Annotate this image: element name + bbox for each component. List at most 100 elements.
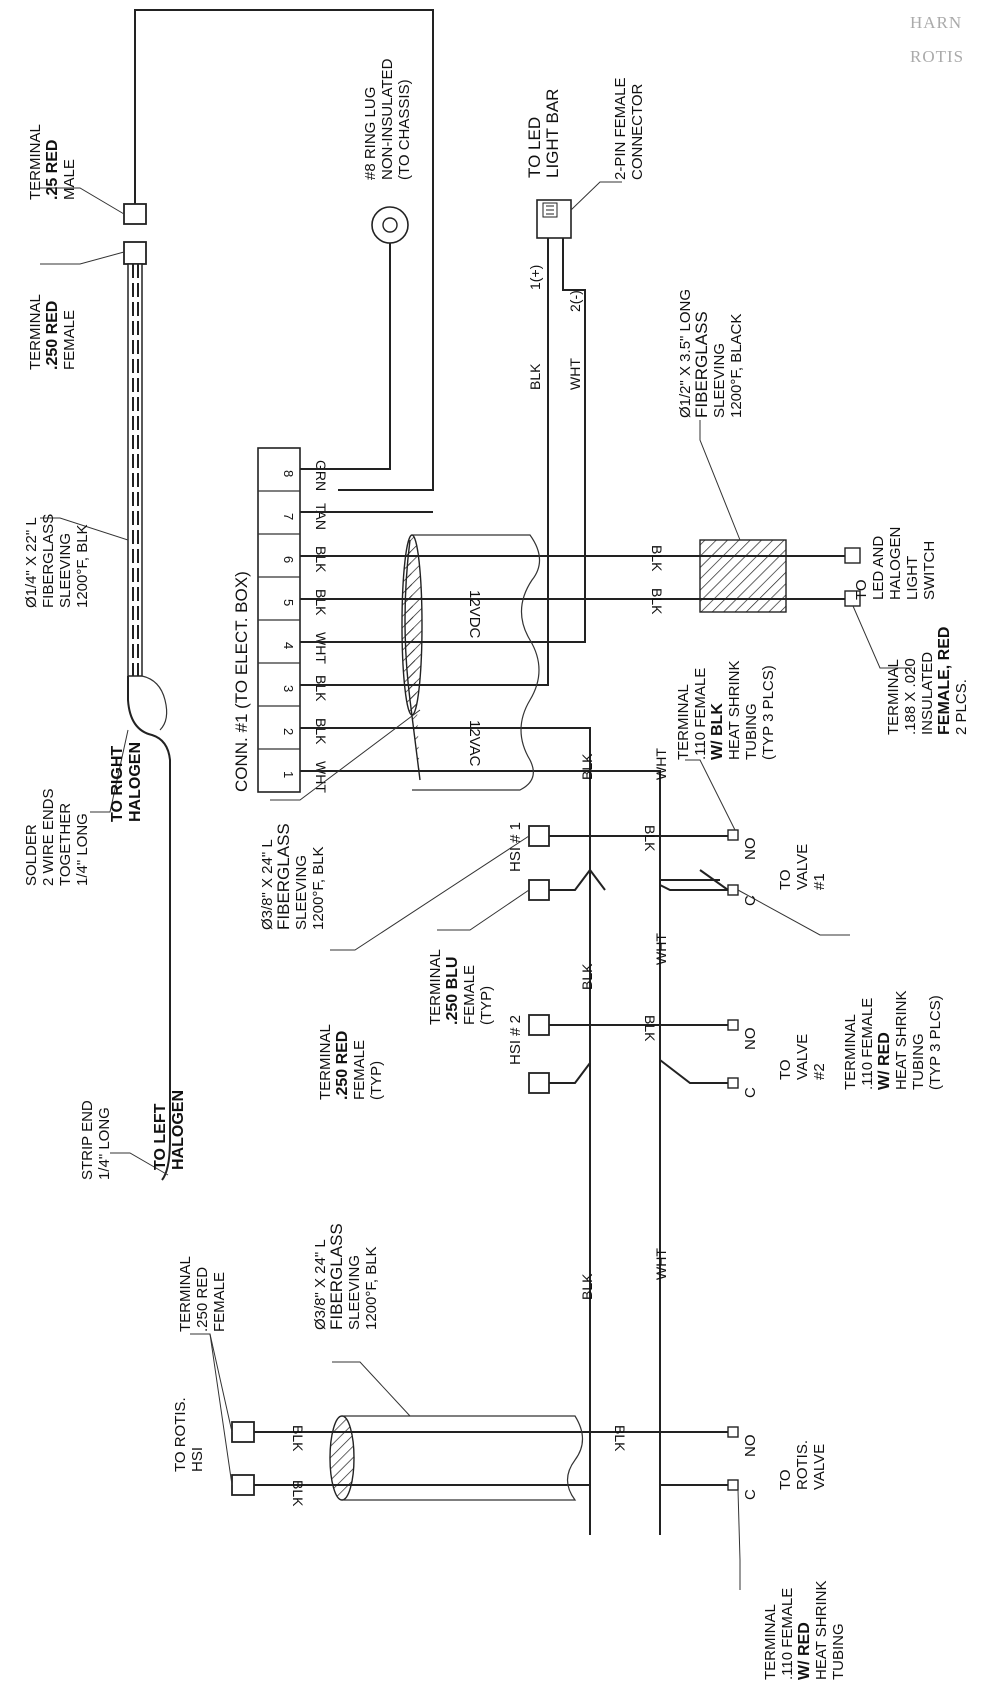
t188-2: .188 X .020 (902, 658, 919, 735)
pin-wire-blk-2: BLK (313, 718, 329, 745)
sleeve-h-4: 1200°F, BLACK (728, 314, 745, 418)
t250-bot-2: .250 RED (194, 1267, 211, 1332)
rotis-hsi-1: TO ROTIS. (172, 1397, 189, 1472)
sleeve-38-bot-4: 1200°F, BLK (363, 1246, 380, 1330)
conn-1-title: CONN. #1 (TO ELECT. BOX) (232, 571, 251, 792)
left-halogen-2: HALOGEN (170, 1090, 187, 1170)
rotis-valve-2: ROTIS. (794, 1440, 811, 1490)
t110-red-typ-2: .110 FEMALE (859, 998, 876, 1090)
pin-wire-wht-4: WHT (313, 632, 329, 664)
hsi1-label: HSI # 1 (507, 822, 524, 872)
terminal-250-red-female (123, 241, 147, 265)
switch-5: SWITCH (921, 541, 938, 600)
pin-1: 1 (281, 771, 296, 778)
wire-wht-4 (300, 238, 586, 643)
strip-end-1: STRIP END (79, 1100, 96, 1180)
led-bar-connector (536, 199, 572, 239)
t110-red-typ-3: W/ RED (876, 1032, 893, 1090)
sleeve-38-top-4: 1200°F, BLK (310, 846, 327, 930)
quarter-inch-sleeving (127, 263, 143, 677)
v2-no: NO (742, 1028, 759, 1051)
terminal-25-red-male (123, 203, 147, 225)
t250-bot-1: TERMINAL (177, 1256, 194, 1332)
hsi-valve-wiring (528, 825, 739, 1094)
wire-grn (300, 242, 391, 470)
pin-4: 4 (281, 642, 296, 649)
pin-8: 8 (281, 470, 296, 477)
t-25-male-2: .25 RED (44, 140, 61, 200)
right-halogen-1: TO RIGHT (109, 746, 126, 822)
ring-lug-2: NON-INSULATED (379, 58, 396, 180)
t110-blk-6: (TYP 3 PLCS) (760, 665, 777, 760)
trunk-blk-1: BLK (579, 753, 595, 780)
main-sleeve (401, 534, 541, 791)
rotis-hsi-terminal-b (231, 1474, 255, 1496)
t110-red-typ-6: (TYP 3 PLCS) (927, 995, 944, 1090)
switch-3: HALOGEN (887, 527, 904, 600)
hsi1-terminal-red (528, 825, 550, 847)
leader-lines (40, 181, 912, 1590)
hsi2-label: HSI # 2 (507, 1015, 524, 1065)
v12ac-label: 12VAC (466, 720, 483, 767)
v12dc-label: 12VDC (466, 590, 483, 639)
trunk-wht-1: WHT (653, 748, 669, 780)
t-250-top-2: .250 RED (44, 301, 61, 370)
rv-no: NO (742, 1435, 759, 1458)
rotis-section (231, 1415, 739, 1535)
led-bar-1: TO LED (525, 117, 544, 178)
sleeve-38-top-3: SLEEVING (293, 855, 310, 930)
wire-blk-2 (300, 727, 591, 1535)
t110-red-typ-4: HEAT SHRINK (893, 991, 910, 1090)
trunk-blk-2: BLK (579, 963, 595, 990)
t110-bot-2: .110 FEMALE (779, 1588, 796, 1680)
valve1-1: TO (777, 869, 794, 890)
t110-blk-1: TERMINAL (675, 684, 692, 760)
solder-2: 2 WIRE ENDS (40, 788, 57, 886)
t250-red-typ-3: FEMALE (351, 1040, 368, 1100)
t250-bot-3: FEMALE (211, 1272, 228, 1332)
t110-red-typ-1: TERMINAL (842, 1014, 859, 1090)
solder-loop (127, 676, 171, 1181)
rotis-valve-blk: BLK (612, 1425, 628, 1452)
sleeve-38-bot-1: Ø3/8" X 24" L (312, 1239, 329, 1330)
t250-blu-typ-2: .250 BLU (444, 957, 461, 1025)
sleeve-q-2: FIBERGLASS (40, 514, 57, 608)
t110-bot-3: W/ RED (796, 1622, 813, 1680)
pin-6: 6 (281, 556, 296, 563)
pin-5: 5 (281, 599, 296, 606)
rv-c: C (742, 1489, 759, 1500)
t188-4: FEMALE, RED (936, 627, 953, 735)
ring-lug-1: #8 RING LUG (362, 87, 379, 180)
switch-2: LED AND (870, 536, 887, 600)
t250-blu-typ-4: (TYP) (478, 986, 495, 1025)
header-line-1: HARN (910, 13, 962, 32)
trunk-wht-3: WHT (653, 1248, 669, 1280)
pin-7: 7 (281, 513, 296, 520)
sleeve-h-3: SLEEVING (711, 343, 728, 418)
half-inch-sleeving (699, 539, 787, 613)
solder-4: 1/4" LONG (74, 813, 91, 886)
sleeve-q-3: SLEEVING (57, 533, 74, 608)
t110-bot-1: TERMINAL (762, 1604, 779, 1680)
pin-wire-blk-5: BLK (313, 589, 329, 616)
hsi2-terminal-blu (528, 1072, 550, 1094)
t110-blk-5: TUBING (743, 703, 760, 760)
solder-loop-inner (141, 675, 168, 731)
pin-2: 2 (281, 728, 296, 735)
rotis-blk-a: BLK (290, 1425, 306, 1452)
hsi1-terminal-blu (528, 879, 550, 901)
switch-terminal-a (844, 547, 861, 564)
t250-red-typ-1: TERMINAL (317, 1024, 334, 1100)
conn-1-block: 8 7 6 5 4 3 2 1 CONN. #1 (TO ELECT. BOX)… (232, 447, 329, 793)
pin-wire-wht-1: WHT (313, 761, 329, 793)
solder-1: SOLDER (23, 824, 40, 886)
sleeve-q-4: 1200°F, BLK (74, 524, 91, 608)
left-halogen-1: TO LEFT (152, 1103, 169, 1170)
valve2-1: TO (777, 1059, 794, 1080)
t250-red-typ-2: .250 RED (334, 1031, 351, 1100)
sleeve-38-bot-3: SLEEVING (346, 1255, 363, 1330)
led-blk-label: BLK (527, 363, 543, 390)
two-pin-2: CONNECTOR (629, 83, 646, 180)
valve1-blk-label: BLK (642, 825, 658, 852)
